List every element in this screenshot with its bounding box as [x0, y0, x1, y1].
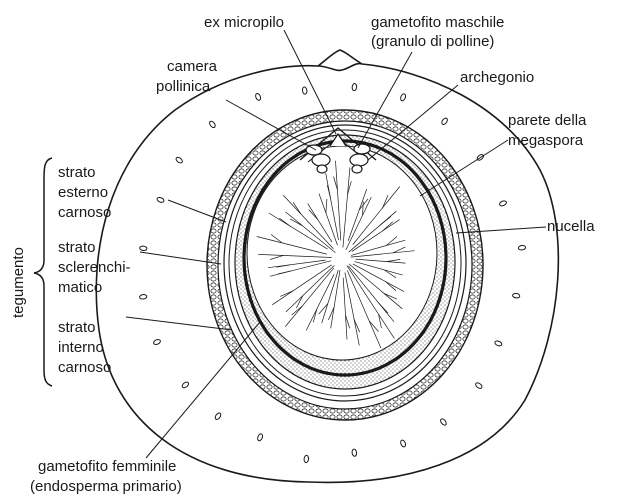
label-nucella: nucella	[547, 218, 595, 235]
label-strato-interno-2: interno	[58, 339, 104, 356]
label-strato-esterno-1: strato	[58, 164, 96, 181]
label-strato-interno-3: carnoso	[58, 359, 111, 376]
fleshy-coat-duct	[302, 87, 307, 95]
fleshy-coat-duct	[352, 83, 357, 91]
fleshy-coat-duct	[304, 455, 309, 463]
label-strato-sclerenchimatico-1: strato	[58, 239, 96, 256]
label-granulo-polline: (granulo di polline)	[371, 33, 494, 50]
label-strato-interno-1: strato	[58, 319, 96, 336]
label-archegonio: archegonio	[460, 69, 534, 86]
fleshy-coat-duct	[518, 245, 526, 250]
label-strato-esterno-3: carnoso	[58, 204, 111, 221]
label-gametofito-maschile: gametofito maschile	[371, 14, 504, 31]
micropyle-apex	[318, 50, 362, 66]
tegument-brace	[34, 158, 52, 386]
label-pollinica: pollinica	[156, 78, 211, 95]
label-strato-esterno-2: esterno	[58, 184, 108, 201]
label-parete-della: parete della	[508, 112, 587, 129]
fleshy-coat-duct	[512, 293, 520, 298]
label-endosperma-primario: (endosperma primario)	[30, 478, 182, 495]
endosperm-center	[247, 146, 437, 360]
fleshy-coat-duct	[352, 449, 357, 457]
label-camera: camera	[167, 58, 218, 75]
label-ex-micropilo: ex micropilo	[204, 14, 284, 31]
label-megaspora: megaspora	[508, 132, 584, 149]
fleshy-coat-duct	[139, 294, 147, 299]
label-tegumento: tegumento	[10, 247, 27, 318]
label-strato-sclerenchimatico-2: sclerenchi-	[58, 259, 131, 276]
fleshy-coat-duct	[139, 246, 147, 251]
label-gametofito-femminile: gametofito femminile	[38, 458, 176, 475]
label-strato-sclerenchimatico-3: matico	[58, 279, 102, 296]
